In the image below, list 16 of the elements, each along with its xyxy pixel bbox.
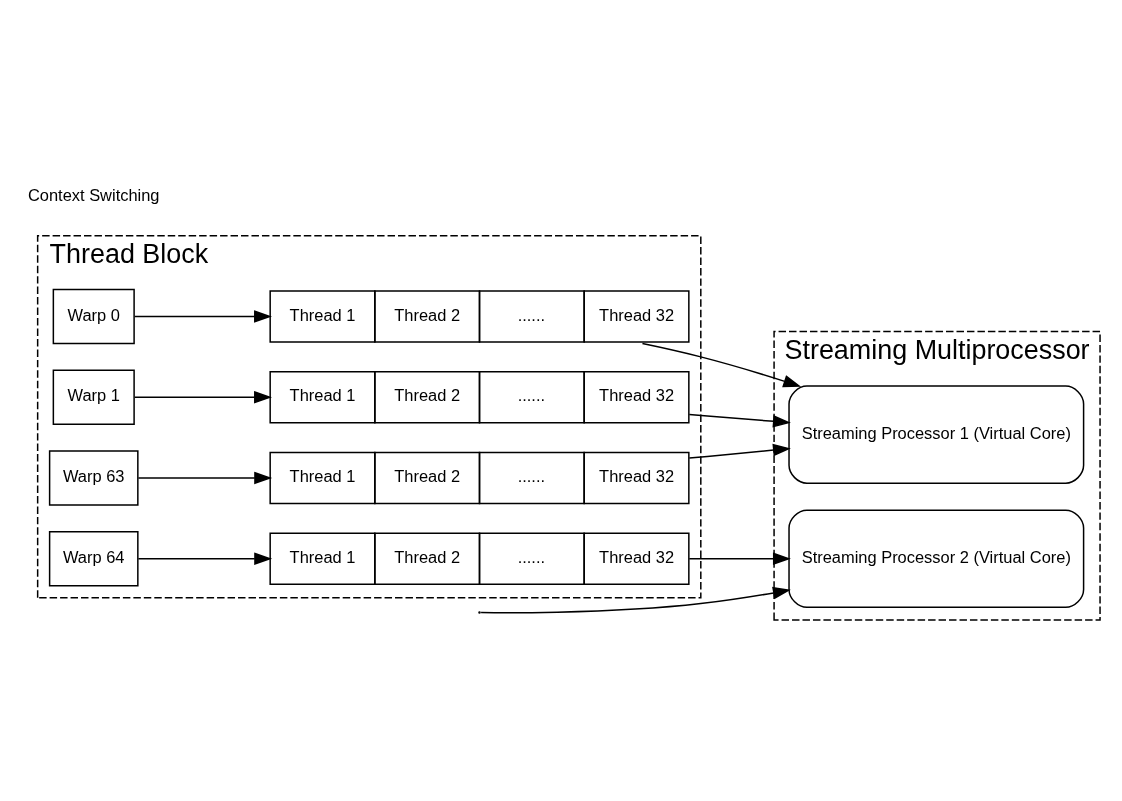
arrow (688, 551, 791, 565)
label: Context Switching (27, 185, 160, 204)
arrow (480, 586, 791, 613)
arrow (137, 551, 273, 565)
arrow (137, 471, 273, 484)
node-box: Warp 63 (48, 449, 139, 506)
arrow (134, 309, 272, 323)
arrow (688, 443, 791, 459)
node-box: Warp 0 (52, 288, 135, 344)
node-box: Streaming Processor 1 (Virtual Core) (788, 384, 1085, 484)
arrow (134, 390, 272, 404)
node-box: Streaming Processor 2 (Virtual Core) (788, 508, 1085, 608)
arrow (688, 413, 791, 428)
arrow (641, 342, 802, 387)
node-box: Warp 64 (48, 530, 139, 586)
node-box: Warp 1 (52, 369, 135, 425)
